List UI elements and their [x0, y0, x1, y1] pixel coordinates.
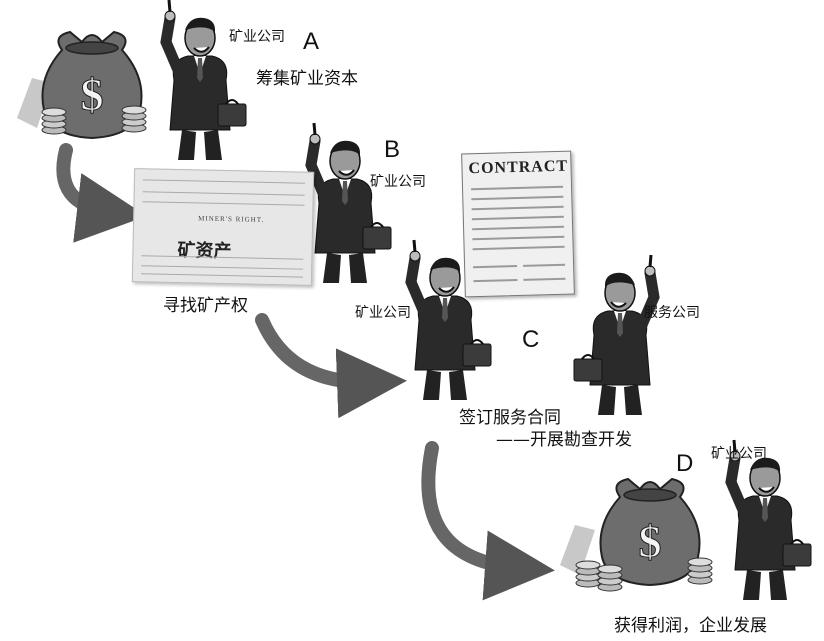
contract-document-icon: CONTRACT — [461, 150, 575, 298]
step-a-letter: A — [303, 28, 320, 55]
step-a-company-label: 矿业公司 — [229, 29, 285, 45]
step-c-company-right-label: 服务公司 — [644, 305, 700, 321]
mining-right-certificate-icon: MINER'S RIGHT. 矿资产 — [131, 168, 315, 286]
step-b-caption: 寻找矿产权 — [163, 296, 248, 316]
step-c-caption-line1: 签订服务合同 — [459, 408, 561, 428]
step-c-company-left-label: 矿业公司 — [355, 305, 411, 321]
businessman-icon — [730, 440, 811, 600]
curved-arrow-icon — [421, 441, 555, 601]
step-d-letter: D — [676, 450, 694, 477]
money-bag-icon — [17, 31, 147, 139]
step-b-letter: B — [384, 136, 401, 163]
contract-title: CONTRACT — [468, 157, 569, 178]
step-a-caption: 筹集矿业资本 — [256, 69, 358, 89]
certificate-heading: MINER'S RIGHT. — [198, 214, 265, 224]
step-d-company-label: 矿业公司 — [711, 446, 767, 462]
curved-arrow-icon — [56, 143, 147, 243]
money-bag-icon — [560, 478, 713, 592]
businessman-icon — [574, 255, 655, 415]
step-d-caption: 获得利润，企业发展 — [614, 616, 767, 636]
step-b-company-label: 矿业公司 — [370, 174, 426, 190]
certificate-title: 矿资产 — [177, 240, 232, 263]
curved-arrow-icon — [255, 313, 407, 419]
step-c-caption-line2: ——开展勘查开发 — [496, 430, 632, 450]
businessman-icon — [310, 123, 391, 283]
businessman-icon — [165, 0, 246, 160]
step-c-letter: C — [522, 326, 540, 353]
